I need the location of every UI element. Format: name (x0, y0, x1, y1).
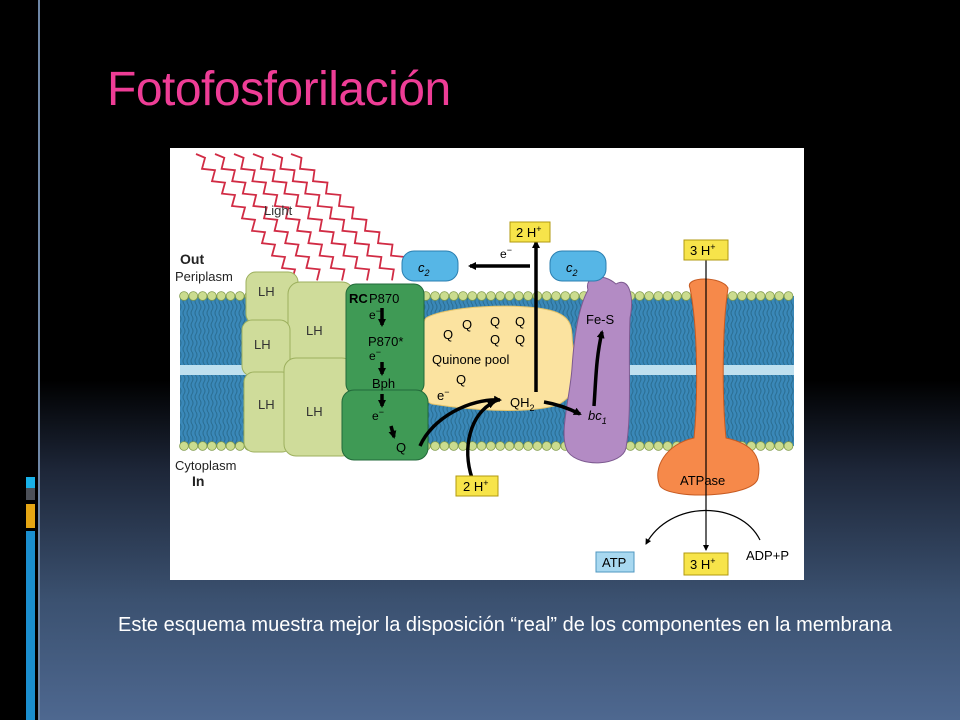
svg-text:2 H+: 2 H+ (463, 478, 489, 494)
atp-synthase (657, 278, 760, 496)
quinone-pool-label: Quinone pool (432, 352, 509, 367)
bc1-label: bc1 (588, 408, 607, 426)
q-label-6: Q (515, 332, 525, 347)
light-harvesting-complex (241, 271, 355, 457)
lh-label-2: LH (306, 323, 323, 338)
slide-title: Fotofosforilación (107, 63, 451, 116)
electron-label-5: e− (500, 245, 512, 261)
lh-label-1: LH (258, 284, 275, 299)
pool-electron-arrow (418, 395, 502, 447)
q-label-5: Q (490, 332, 500, 347)
cytochrome-c2-left: c2 (401, 250, 459, 282)
out-label: Out (180, 251, 204, 267)
left-divider-line (38, 0, 40, 720)
light-label: Light (264, 203, 293, 218)
bph-label: Bph (372, 376, 395, 391)
accent-mark-blue (26, 531, 35, 720)
rc-electron-arrows (378, 308, 397, 439)
p870-star-label: P870* (368, 334, 403, 349)
q-label-rc: Q (396, 440, 406, 455)
cytoplasm-proton-uptake-arrow (466, 400, 496, 479)
svg-text:3 H+: 3 H+ (690, 556, 716, 572)
svg-text:ATP: ATP (602, 555, 626, 570)
accent-mark-gray (26, 488, 35, 500)
lh-label-4: LH (258, 397, 275, 412)
electron-label-3: e− (372, 407, 384, 423)
reaction-center (341, 283, 429, 461)
q-label-7: Q (456, 372, 466, 387)
cytoplasm-label: Cytoplasm (175, 458, 236, 473)
adp-label: ADP+P (746, 548, 789, 563)
svg-text:3 H+: 3 H+ (690, 242, 716, 258)
cytochrome-c2-right: c2 (549, 250, 607, 282)
q-label-2: Q (462, 317, 472, 332)
rc-label: RC (349, 291, 368, 306)
periplasm-label: Periplasm (175, 269, 233, 284)
accent-mark-yellow (26, 504, 35, 528)
photophosphorylation-diagram: Light Out Periplasm Cytoplasm In LH LH L… (170, 148, 804, 580)
proton-box-3h-top: 3 H+ (683, 239, 729, 261)
qh2-to-bc1-arrow (543, 400, 582, 416)
q-label-3: Q (490, 314, 500, 329)
lh-label-3: LH (254, 337, 271, 352)
fes-label: Fe-S (586, 312, 615, 327)
svg-text:c2: c2 (418, 260, 430, 278)
electron-label-4: e− (437, 387, 450, 403)
lh-label-5: LH (306, 404, 323, 419)
bc1-electron-arrow (592, 330, 605, 407)
electron-label-2: e− (369, 347, 381, 363)
slide-caption: Este esquema muestra mejor la disposició… (118, 614, 892, 636)
atp-synthesis-arrow (645, 509, 761, 545)
atp-box: ATP (595, 551, 635, 573)
proton-box-3h-bottom: 3 H+ (683, 552, 729, 576)
q-label-4: Q (515, 314, 525, 329)
svg-text:c2: c2 (566, 260, 578, 278)
qh2-label: QH2 (510, 395, 535, 413)
atpase-label: ATPase (680, 473, 725, 488)
proton-box-2h-bottom: 2 H+ (455, 475, 499, 497)
in-label: In (192, 473, 204, 489)
q-label-1: Q (443, 327, 453, 342)
proton-box-2h-top: 2 H+ (509, 221, 551, 243)
light-waves-icon (195, 153, 420, 281)
p870-label: P870 (369, 291, 399, 306)
electron-label-1: e− (369, 306, 381, 322)
accent-mark-cyan (26, 477, 35, 488)
svg-text:2 H+: 2 H+ (516, 224, 542, 240)
